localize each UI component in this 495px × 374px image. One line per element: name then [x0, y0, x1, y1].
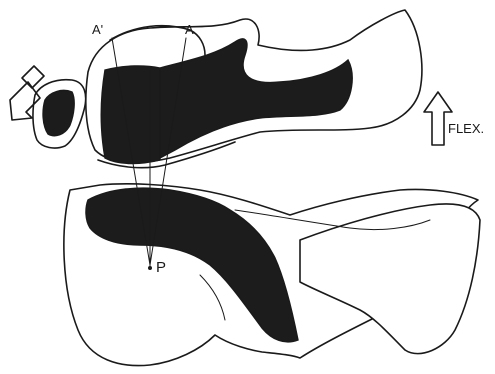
reference-point-p — [148, 266, 152, 270]
label-a-prime: A' — [92, 22, 103, 37]
label-p: P — [156, 259, 166, 276]
label-flexion: FLEX. — [448, 121, 484, 136]
label-a: A — [185, 22, 194, 37]
flexion-arrow-icon — [424, 92, 452, 145]
